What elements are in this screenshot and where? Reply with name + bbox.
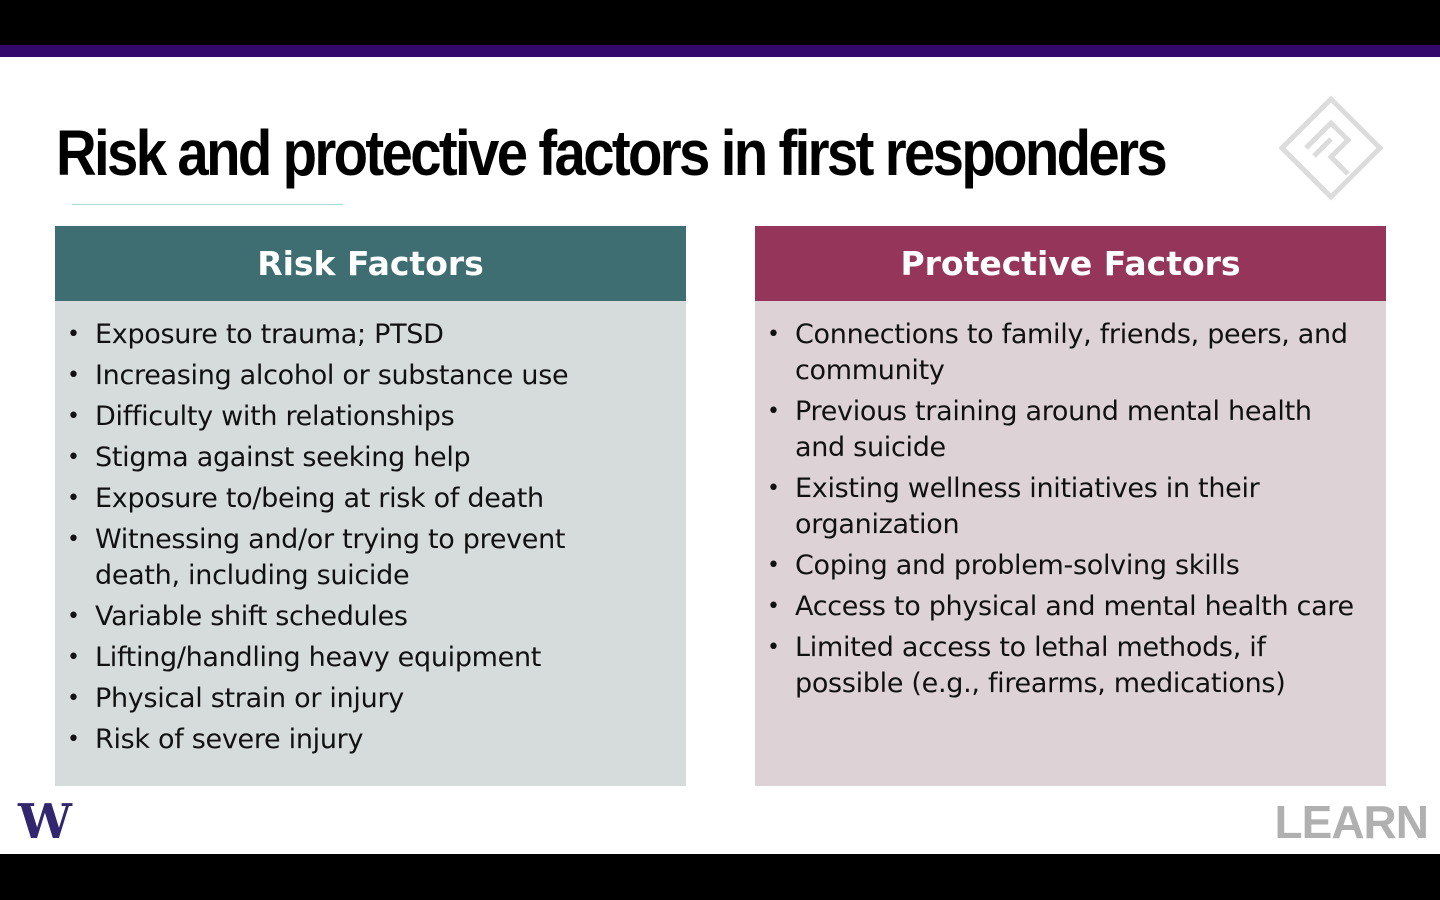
risk-factors-list: Exposure to trauma; PTSD Increasing alco… [55, 301, 686, 758]
list-item: Increasing alcohol or substance use [55, 358, 686, 394]
learn-logo: LEARN [1274, 796, 1429, 848]
list-item: Difficulty with relationships [55, 399, 686, 435]
protective-factors-list: Connections to family, friends, peers, a… [755, 301, 1386, 702]
slide-title: Risk and protective factors in first res… [56, 117, 1168, 189]
list-item: Physical strain or injury [55, 681, 686, 717]
uw-logo: W [18, 794, 72, 850]
list-item: Witnessing and/or trying to prevent deat… [55, 522, 686, 594]
risk-factors-header: Risk Factors [55, 226, 686, 301]
list-item: Access to physical and mental health car… [755, 589, 1386, 625]
list-item: Previous training around mental health a… [755, 394, 1386, 466]
list-item: Existing wellness initiatives in their o… [755, 471, 1386, 543]
list-item: Coping and problem-solving skills [755, 548, 1386, 584]
risk-factors-panel: Risk Factors Exposure to trauma; PTSD In… [55, 226, 686, 786]
list-item: Exposure to trauma; PTSD [55, 317, 686, 353]
title-underline [72, 204, 343, 205]
list-item: Stigma against seeking help [55, 440, 686, 476]
list-item: Variable shift schedules [55, 599, 686, 635]
video-top-letterbox [0, 0, 1440, 45]
protective-factors-panel: Protective Factors Connections to family… [755, 226, 1386, 786]
video-bottom-letterbox [0, 854, 1440, 900]
list-item: Lifting/handling heavy equipment [55, 640, 686, 676]
list-item: Connections to family, friends, peers, a… [755, 317, 1386, 389]
protective-factors-header: Protective Factors [755, 226, 1386, 301]
slide: Risk and protective factors in first res… [0, 57, 1440, 854]
list-item: Exposure to/being at risk of death [55, 481, 686, 517]
purple-accent-band [0, 45, 1440, 57]
list-item: Risk of severe injury [55, 722, 686, 758]
list-item: Limited access to lethal methods, if pos… [755, 630, 1386, 702]
diamond-logo-icon [1278, 95, 1384, 201]
